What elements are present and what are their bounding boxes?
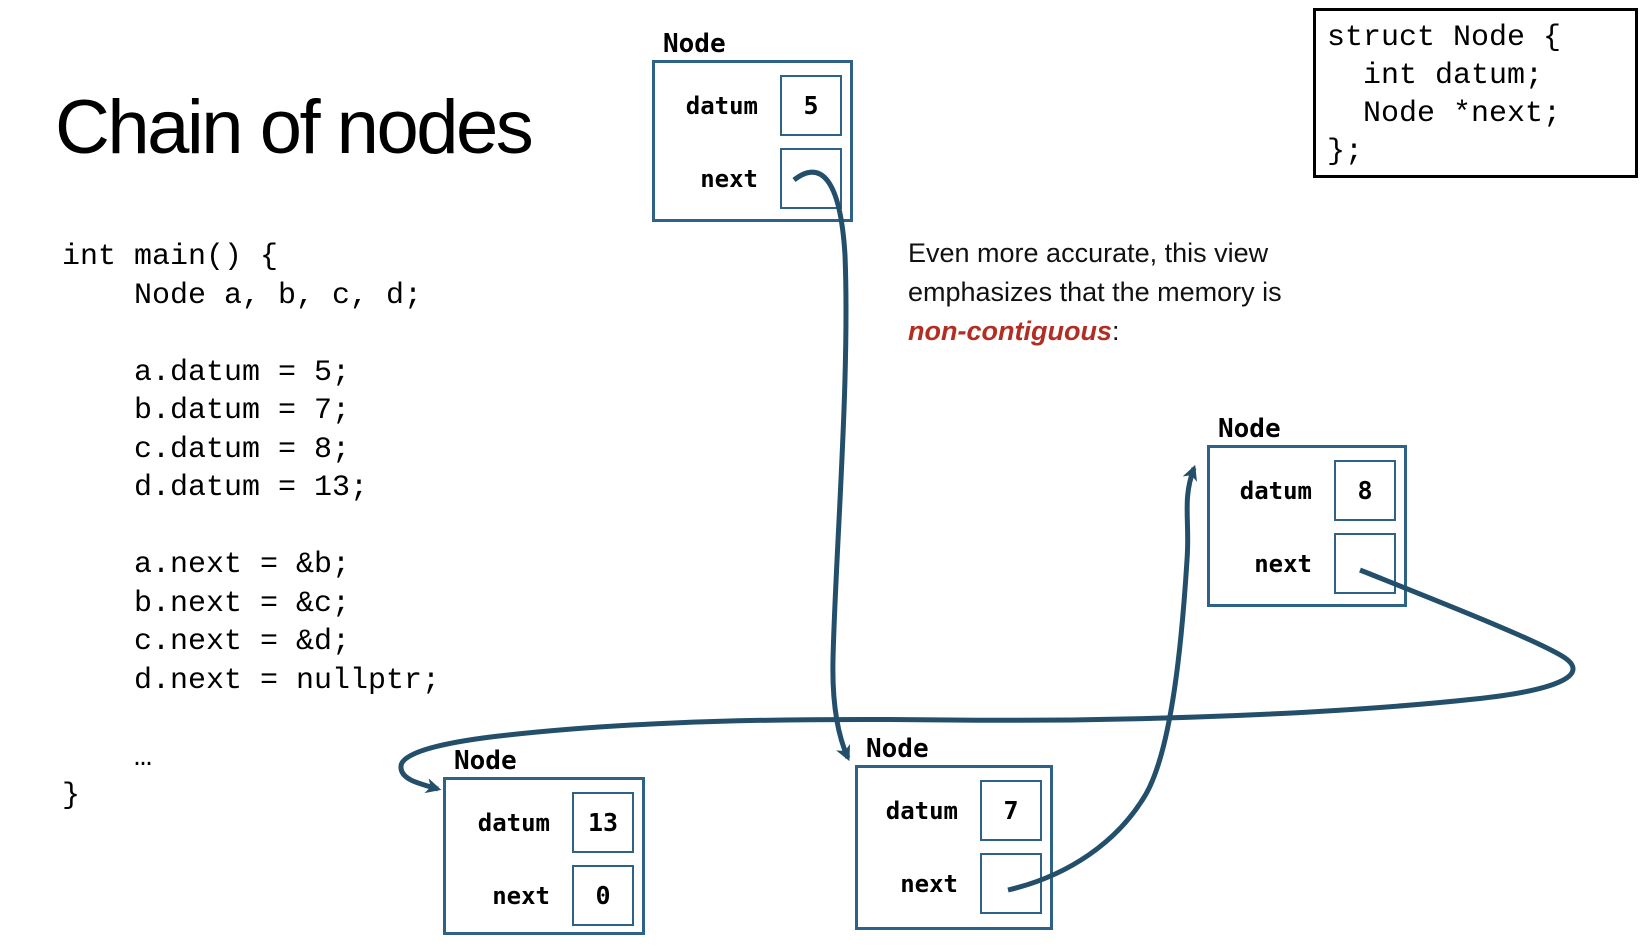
note-line-2: emphasizes that the memory is [908,277,1282,307]
field-label-datum: datum [1239,476,1312,505]
field-value-datum: 7 [980,780,1042,841]
node-box-d: Node datum 13 next 0 [443,747,645,935]
field-value-next [780,148,842,209]
node-caption: Node [454,746,517,776]
code-line: … [62,740,153,775]
node-box-a: Node datum 5 next [652,30,853,222]
code-line: c.next = &d; [62,625,351,659]
note-text: Even more accurate, this view emphasizes… [908,234,1282,351]
code-line: int main() { [62,240,279,274]
code-line [62,315,440,354]
code-line: d.datum = 13; [62,471,369,505]
code-line [62,700,440,739]
field-label-next: next [700,164,758,193]
arrow-a-next-to-b [792,169,851,762]
note-colon: : [1111,316,1120,346]
field-value-datum: 5 [780,75,842,136]
field-value-next [980,853,1042,914]
node-box-b: Node datum 7 next [855,735,1053,930]
struct-code-line: }; [1327,135,1364,169]
field-value-next: 0 [572,865,634,926]
code-line [62,508,440,547]
field-label-datum: datum [477,808,550,837]
field-value-datum: 13 [572,792,634,853]
code-line: b.datum = 7; [62,394,351,428]
node-caption: Node [663,29,726,59]
node-caption: Node [866,734,929,764]
note-line-1: Even more accurate, this view [908,238,1269,268]
struct-code-line: Node *next; [1327,97,1562,131]
code-line: a.next = &b; [62,548,351,582]
struct-code-line: int datum; [1327,59,1544,93]
code-line: b.next = &c; [62,586,351,621]
main-code-block: int main() { Node a, b, c, d; a.datum = … [62,238,440,816]
code-line: } [62,779,81,813]
field-label-next: next [492,881,550,910]
field-label-next: next [900,869,958,898]
field-value-datum: 8 [1334,460,1396,521]
field-value-next [1334,533,1396,594]
page-title: Chain of nodes [55,85,534,170]
code-line: c.datum = 8; [62,432,351,467]
code-line: a.datum = 5; [62,355,351,390]
struct-definition-box: struct Node { int datum; Node *next; }; [1313,8,1638,178]
field-label-next: next [1254,549,1312,578]
field-label-datum: datum [885,796,958,825]
struct-code-line: struct Node { [1327,21,1562,55]
node-caption: Node [1218,414,1281,444]
note-highlight: non-contiguous [908,316,1112,346]
code-line: Node a, b, c, d; [62,278,423,313]
field-label-datum: datum [685,91,758,120]
code-line: d.next = nullptr; [62,663,441,698]
node-box-c: Node datum 8 next [1207,415,1407,607]
